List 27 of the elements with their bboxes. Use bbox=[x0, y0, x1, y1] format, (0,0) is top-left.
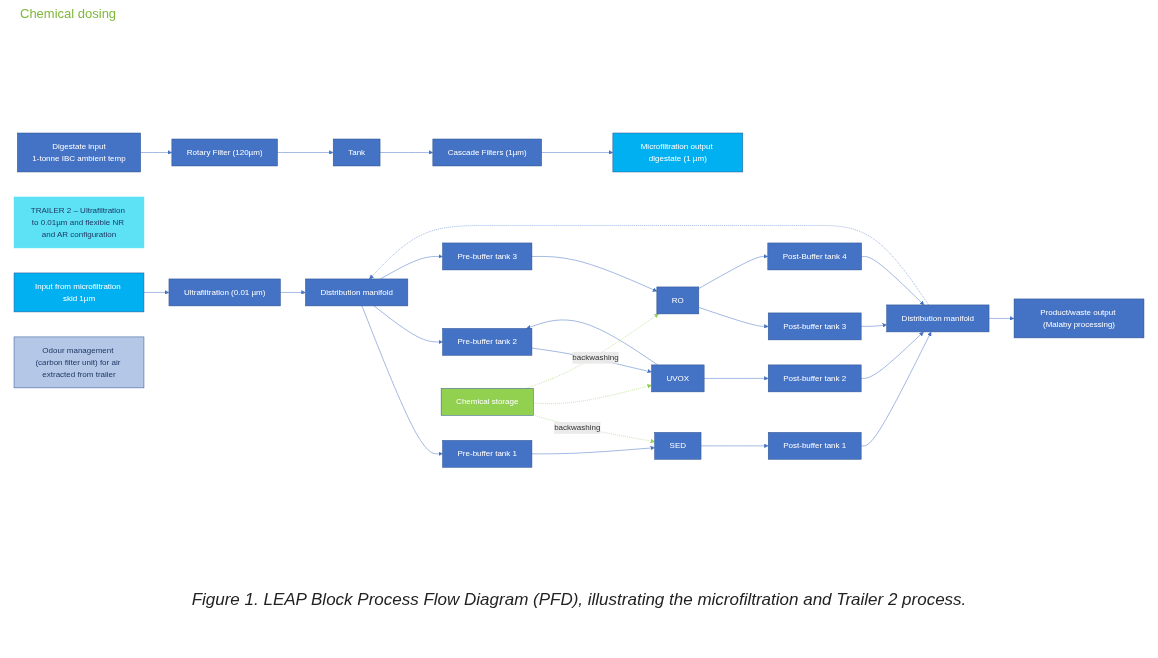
node-box: Post-buffer tank 2 bbox=[768, 364, 862, 392]
node-box: Product/waste output (Malaby processing) bbox=[1013, 298, 1145, 338]
node-box: Post-Buffer tank 4 bbox=[767, 242, 862, 270]
node-box: Digestate input 1-tonne IBC ambient temp bbox=[17, 132, 141, 173]
node-box: Pre-buffer tank 1 bbox=[442, 439, 533, 468]
node-box: Cascade Filters (1µm) bbox=[432, 138, 542, 167]
node-box: Post-buffer tank 1 bbox=[768, 431, 862, 460]
node-box: Odour management (carbon filter unit) for air extracted from trailer bbox=[13, 336, 145, 388]
node-box: TRAILER 2 – Ultrafiltration to 0.01µm and flexible NR and AR configuration bbox=[13, 196, 145, 248]
node-box: SED bbox=[654, 431, 702, 460]
note-label: Chemical dosing bbox=[20, 6, 117, 21]
node-box: Input from microfiltration skid 1µm bbox=[13, 272, 145, 312]
node-box: Pre-buffer tank 3 bbox=[442, 242, 533, 270]
node-box: RO bbox=[656, 286, 700, 314]
edge-label: backwashing bbox=[554, 423, 601, 432]
node-box: Post-buffer tank 3 bbox=[768, 312, 862, 340]
node-box: Ultrafiltration (0.01 µm) bbox=[168, 278, 281, 306]
node-box: Chemical storage bbox=[440, 387, 534, 416]
figure-caption: Figure 1. LEAP Block Process Flow Diagram (PFD), illustrating the microfiltration and Trailer 2 process. bbox=[190, 590, 968, 610]
node-box: Distribution manifold bbox=[305, 278, 409, 306]
node-box: Rotary Filter (120µm) bbox=[171, 138, 278, 167]
node-box: Pre-buffer tank 2 bbox=[442, 328, 533, 356]
node-box: Distribution manifold bbox=[886, 304, 990, 332]
node-box: Microfiltration output digestate (1 µm) bbox=[612, 132, 744, 173]
edge-label: backwashing bbox=[572, 353, 619, 362]
node-box: UVOX bbox=[651, 364, 705, 392]
node-box: Tank bbox=[332, 138, 381, 167]
